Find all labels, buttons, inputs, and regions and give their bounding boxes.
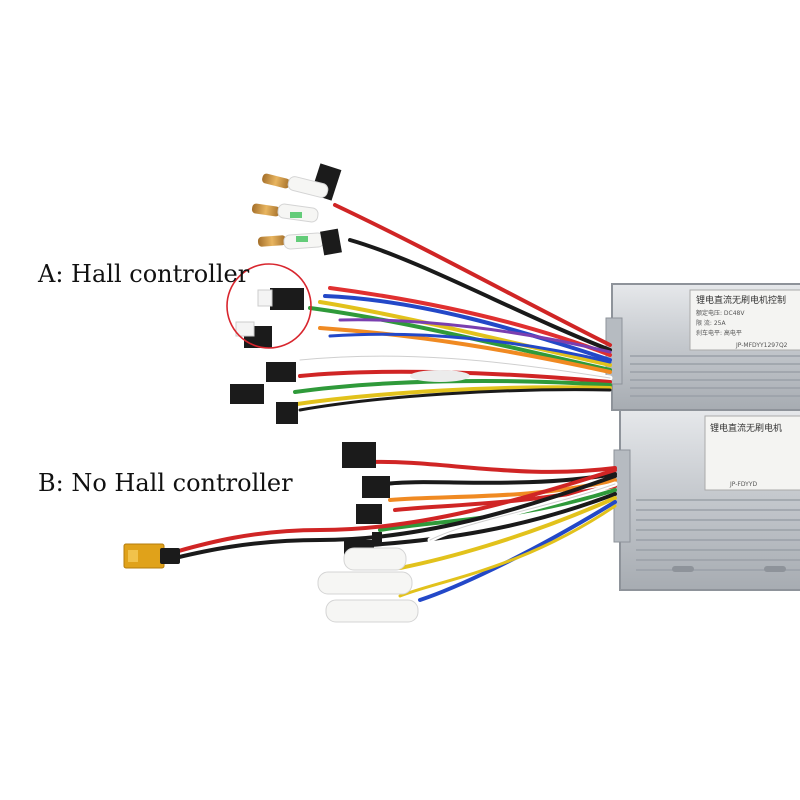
wire-harness-a bbox=[288, 203, 613, 412]
caption-hall-controller: A: Hall controller bbox=[38, 260, 250, 288]
label-a-serial: JP-MFDYY1297Q2 bbox=[735, 342, 788, 349]
wire-harness-b bbox=[173, 459, 618, 602]
hall-connector bbox=[235, 288, 304, 348]
caption-no-hall-controller: B: No Hall controller bbox=[38, 469, 293, 497]
bullet-terminal-3 bbox=[257, 235, 287, 247]
controller-b-label: 锂电直流无刷电机 JP-FDYYD bbox=[704, 415, 800, 491]
mount-slot-1 bbox=[672, 566, 694, 572]
phase-sleeve-1 bbox=[343, 547, 407, 571]
phase-sleeve-3 bbox=[325, 599, 419, 623]
label-a-title: 锂电直流无刷电机控制 bbox=[696, 294, 786, 306]
signal-connectors-a bbox=[230, 362, 470, 424]
hall-highlight-circle bbox=[226, 263, 312, 349]
mount-slot-2 bbox=[764, 566, 786, 572]
label-a-row-2: 限 流: 25A bbox=[696, 319, 726, 327]
bullet-connectors-a bbox=[251, 173, 342, 256]
label-b-title: 锂电直流无刷电机 bbox=[710, 422, 782, 434]
phase-sleeve-2 bbox=[317, 571, 413, 595]
controller-b-housing: 锂电直流无刷电机 JP-FDYYD bbox=[613, 409, 800, 591]
label-a-row-1: 额定电压: DC48V bbox=[696, 309, 745, 317]
label-b-serial: JP-FDYYD bbox=[729, 481, 757, 488]
bullet-terminal-1 bbox=[262, 173, 290, 189]
controller-a-housing: 锂电直流无刷电机控制 额定电压: DC48V 限 流: 25A 刹车电平: 高电… bbox=[605, 283, 800, 411]
controller-a-fins bbox=[630, 355, 800, 397]
controller-a-label: 锂电直流无刷电机控制 额定电压: DC48V 限 流: 25A 刹车电平: 高电… bbox=[689, 289, 800, 351]
xt60-battery-plug bbox=[123, 543, 180, 569]
label-a-row-3: 刹车电平: 高电平 bbox=[696, 329, 742, 337]
bullet-terminal-2 bbox=[251, 203, 281, 217]
phase-sleeves-b bbox=[317, 547, 419, 623]
bullet-sleeve-1 bbox=[287, 176, 329, 198]
